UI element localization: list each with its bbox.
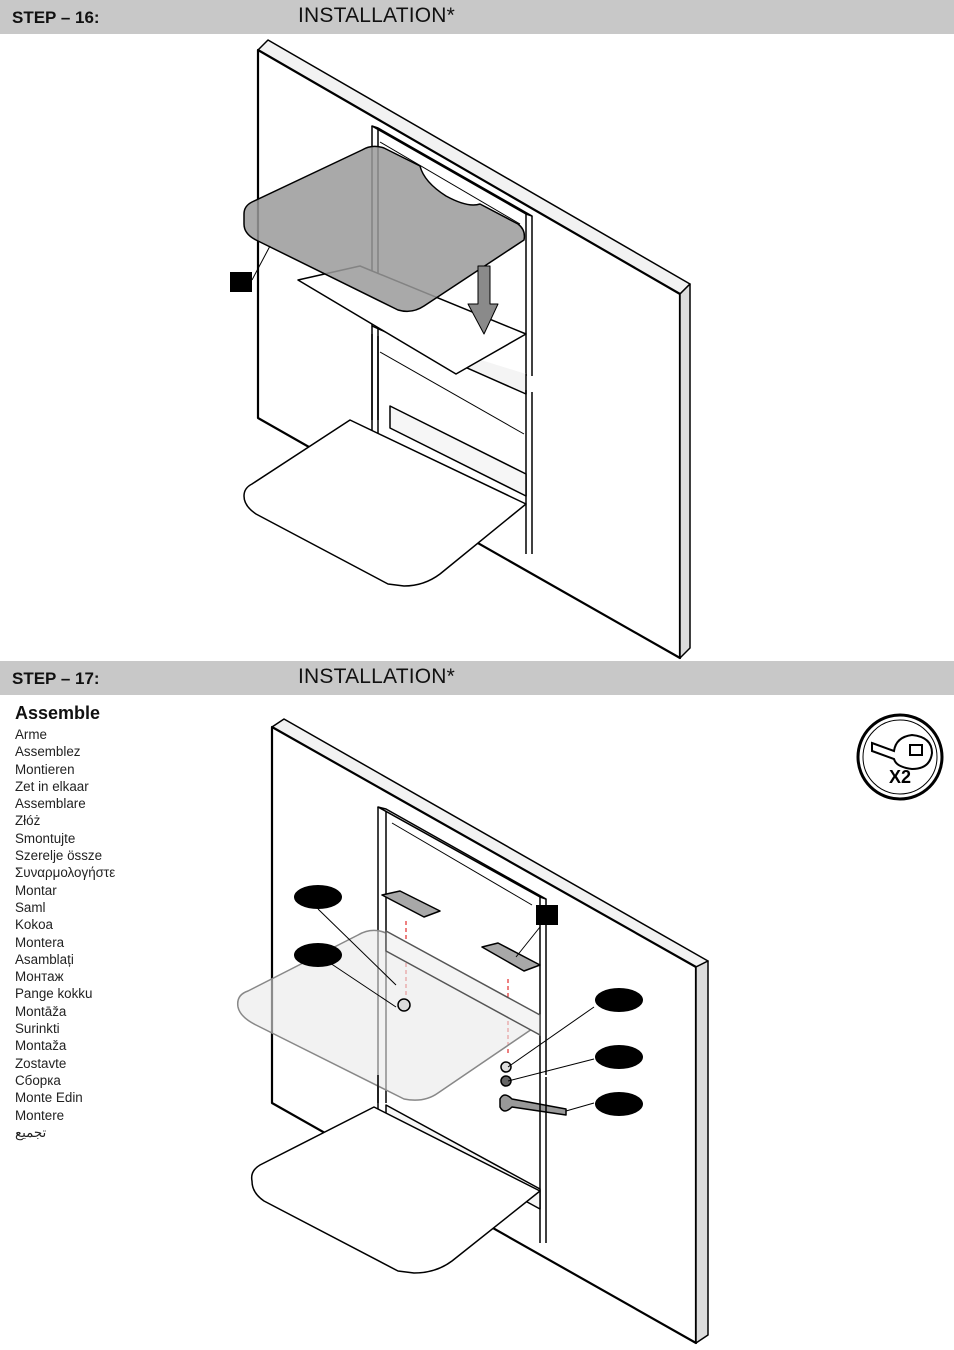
part-callout-box bbox=[230, 272, 252, 292]
translation-item: Kokoa bbox=[15, 917, 53, 933]
clamp-plate-right bbox=[481, 942, 541, 972]
step-17-title: INSTALLATION* bbox=[298, 665, 456, 688]
washer bbox=[500, 1061, 512, 1073]
translation-item: Pange kokku bbox=[15, 986, 93, 1002]
washer bbox=[397, 998, 411, 1012]
translation-item: تجميع bbox=[15, 1124, 47, 1140]
translation-item: Zet in elkaar bbox=[15, 778, 89, 794]
tool-count: X2 bbox=[889, 767, 911, 787]
grey-shelf bbox=[243, 145, 526, 313]
translation-item: Saml bbox=[15, 899, 46, 915]
translation-item: Surinkti bbox=[15, 1021, 60, 1037]
translation-item: Montar bbox=[15, 882, 57, 898]
step-16-header: STEP – 16: INSTALLATION* bbox=[0, 0, 954, 34]
translation-item: Asamblați bbox=[15, 951, 74, 967]
translation-item: Smontujte bbox=[15, 830, 76, 846]
down-arrow-icon bbox=[467, 265, 499, 335]
lower-shelf bbox=[250, 1106, 541, 1274]
translation-item: Assemblez bbox=[15, 744, 81, 760]
callout-marker bbox=[294, 943, 342, 967]
step-17-number: STEP – 17: bbox=[12, 669, 100, 688]
callout-marker bbox=[595, 1092, 643, 1116]
wrench-icon bbox=[871, 733, 934, 771]
callout-marker bbox=[294, 885, 342, 909]
step-17-header: STEP – 17: INSTALLATION* bbox=[0, 661, 954, 695]
translation-item: Monte Edin bbox=[15, 1090, 83, 1106]
step-17-illustration: X2 bbox=[236, 713, 944, 1345]
translation-item: Montera bbox=[15, 934, 65, 950]
callout-marker bbox=[595, 988, 643, 1012]
part-callout-box bbox=[536, 905, 558, 925]
wrench-icon bbox=[499, 1094, 567, 1116]
step-16-number: STEP – 16: bbox=[12, 8, 100, 27]
translation-item: Montere bbox=[15, 1107, 65, 1123]
translation-item: Сборка bbox=[15, 1072, 61, 1088]
translation-item: Zostavte bbox=[15, 1055, 67, 1071]
tool-badge: X2 bbox=[856, 713, 944, 801]
translation-item: Assemblare bbox=[15, 796, 86, 812]
nut bbox=[500, 1075, 512, 1087]
translation-item: Montaža bbox=[15, 1038, 67, 1054]
callout-markers bbox=[294, 885, 643, 1116]
step-16-illustration bbox=[230, 39, 691, 660]
translation-item: Συναρμολογήστε bbox=[15, 865, 116, 881]
callout-marker bbox=[595, 1045, 643, 1069]
clamp-plate-left bbox=[381, 890, 441, 918]
assemble-heading: Assemble bbox=[15, 703, 101, 723]
translation-item: Montieren bbox=[15, 761, 75, 777]
lower-mount-frame bbox=[371, 334, 533, 554]
translation-item: Szerelje össze bbox=[15, 848, 103, 864]
step-16-title: INSTALLATION* bbox=[298, 4, 456, 27]
translation-item: Arme bbox=[15, 727, 47, 742]
translation-item: Montāža bbox=[15, 1003, 67, 1019]
lower-shelf bbox=[243, 419, 527, 587]
translation-item: Złóż bbox=[15, 813, 41, 829]
translation-item: Монтаж bbox=[15, 969, 64, 985]
